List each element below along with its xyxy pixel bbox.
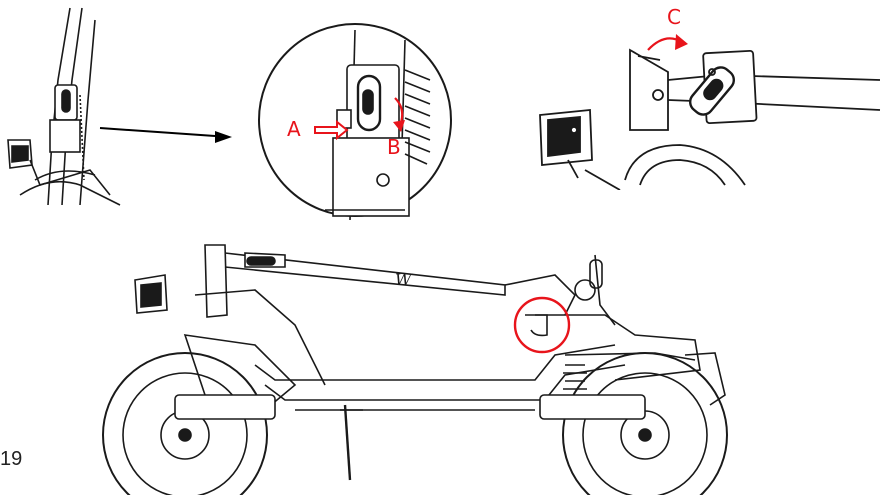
brand-mark: W — [395, 270, 413, 289]
callout-label-c: C — [667, 5, 681, 29]
folded-scooter-figure: W — [102, 244, 728, 495]
fold-latch-figure — [539, 34, 881, 190]
latch-magnified-figure — [258, 23, 452, 221]
callout-label-b: B — [387, 135, 401, 159]
page-number: 19 — [0, 448, 23, 470]
stem-closeup-figure — [7, 7, 232, 206]
callout-label-a: A — [287, 117, 301, 141]
